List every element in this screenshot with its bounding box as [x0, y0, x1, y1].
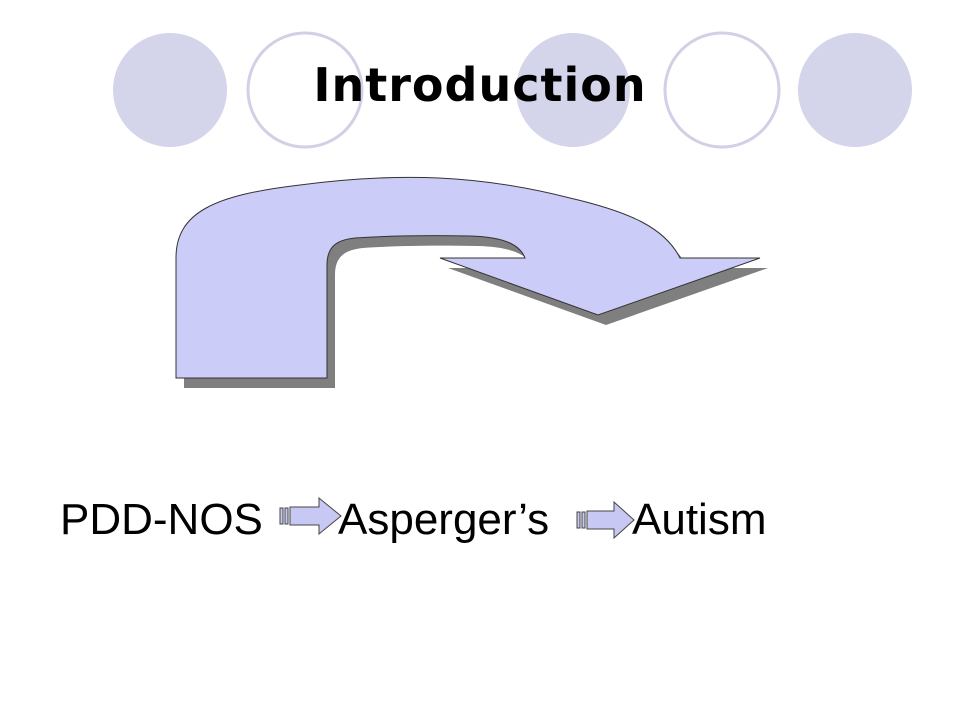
term-pdd-nos: PDD-NOS — [60, 495, 263, 544]
right-arrow-icon — [279, 496, 342, 536]
curved-arrow-body — [175, 176, 761, 379]
term-aspergers: Asperger’s — [338, 495, 550, 544]
header-circle-filled — [113, 33, 227, 147]
term-autism: Autism — [632, 495, 767, 544]
slide-title: Introduction — [313, 58, 647, 112]
header-circles — [113, 31, 912, 149]
header-circle-outline — [246, 31, 364, 149]
header-circle-filled — [516, 33, 630, 147]
header-circle-outline — [663, 31, 781, 149]
right-arrow-icon — [576, 500, 635, 540]
header-circle-filled — [798, 33, 912, 147]
